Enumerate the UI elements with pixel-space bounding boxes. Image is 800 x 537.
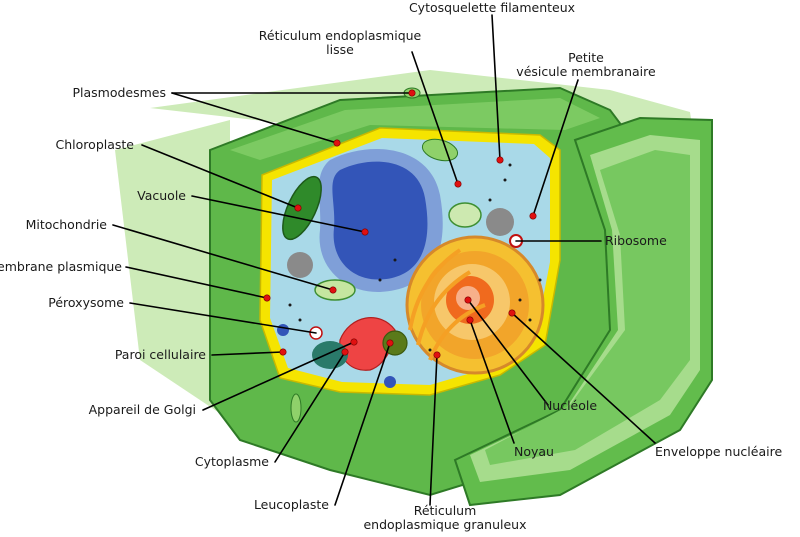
leader-endpoints xyxy=(263,89,537,359)
label-membrane-plasmique: Membrane plasmique xyxy=(0,259,122,274)
vacuole xyxy=(332,161,428,280)
chloroplast xyxy=(282,175,322,241)
label-reticulum-lisse-line1: Réticulum endoplasmique xyxy=(259,28,422,43)
label-peroxysome: Péroxysome xyxy=(48,295,124,310)
label-appareil-golgi: Appareil de Golgi xyxy=(89,402,196,417)
label-paroi-cellulaire: Paroi cellulaire xyxy=(115,347,206,362)
label-noyau: Noyau xyxy=(514,444,554,459)
rough-er xyxy=(408,248,486,361)
vesicle-grey-1 xyxy=(287,252,313,278)
blue-vesicle-2 xyxy=(384,376,396,388)
label-reticulum-granuleux-line1: Réticulum xyxy=(414,503,477,518)
label-cytosquelette: Cytosquelette filamenteux xyxy=(409,0,575,15)
label-petite-vesicule-line1: Petite xyxy=(568,50,604,65)
label-enveloppe-nucleaire: Enveloppe nucléaire xyxy=(655,444,782,459)
label-reticulum-granuleux-line2: endoplasmique granuleux xyxy=(363,517,526,532)
label-ribosome: Ribosome xyxy=(605,233,667,248)
label-nucleole: Nucléole xyxy=(543,398,597,413)
blue-vesicle-1 xyxy=(277,324,289,336)
label-plasmodesmes: Plasmodesmes xyxy=(72,85,166,100)
label-leucoplaste: Leucoplaste xyxy=(254,497,329,512)
label-cytoplasme: Cytoplasme xyxy=(195,454,269,469)
label-chloroplaste: Chloroplaste xyxy=(56,137,135,152)
mitochondrion-2 xyxy=(448,202,482,228)
label-petite-vesicule-line2: vésicule membranaire xyxy=(516,64,656,79)
cell-wall-cutaway-layer xyxy=(485,150,690,465)
label-vacuole: Vacuole xyxy=(137,188,186,203)
label-mitochondrie: Mitochondrie xyxy=(26,217,108,232)
leader-lines xyxy=(112,14,656,506)
leucoplast xyxy=(382,330,408,356)
label-reticulum-lisse-line2: lisse xyxy=(326,42,354,57)
vesicle-grey-2 xyxy=(486,208,514,236)
plasmodesma-bottom xyxy=(290,393,302,423)
cell-wall-top-face xyxy=(230,98,600,160)
